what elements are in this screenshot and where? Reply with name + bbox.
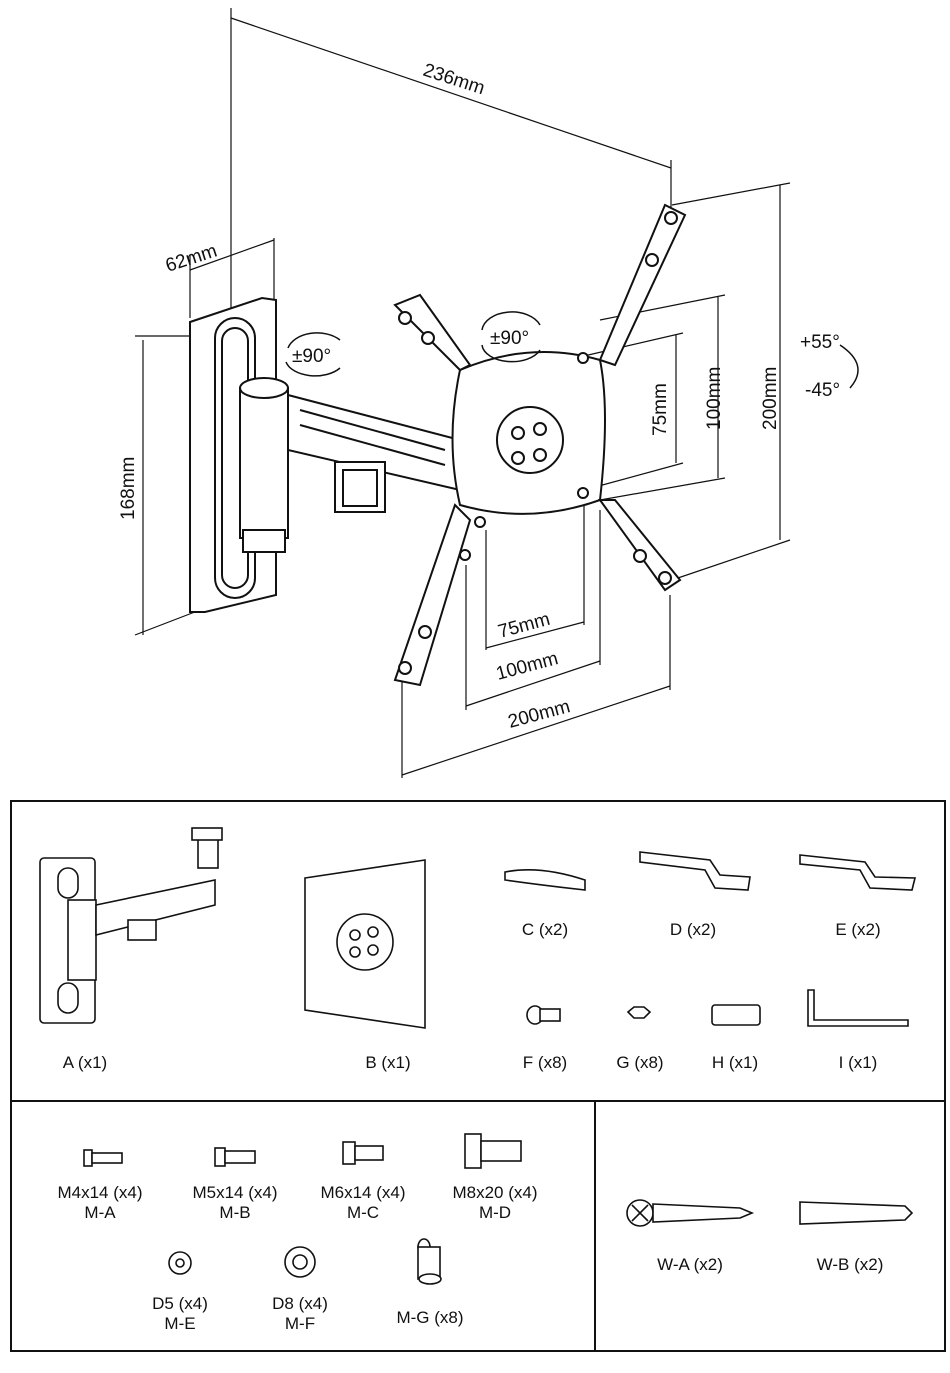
part-i-label: I (x1)	[818, 1053, 898, 1073]
washer-me-code: M-E	[135, 1314, 225, 1334]
dim-depth: 62mm	[163, 240, 220, 276]
dim-vesa-v200: 200mm	[760, 367, 781, 430]
wall-plug-wb-label: W-B (x2)	[800, 1255, 900, 1275]
dim-vesa-v100: 100mm	[704, 367, 725, 430]
part-f-label: F (x8)	[505, 1053, 585, 1073]
wood-screw-wa-label: W-A (x2)	[640, 1255, 740, 1275]
dim-vesa-h200: 200mm	[506, 696, 573, 733]
screw-mb-label: M5x14 (x4) M-B	[180, 1183, 290, 1223]
part-b-label: B (x1)	[348, 1053, 428, 1073]
screw-md-size: M8x20 (x4)	[440, 1183, 550, 1203]
washer-me-size: D5 (x4)	[135, 1294, 225, 1314]
screw-mc-label: M6x14 (x4) M-C	[308, 1183, 418, 1223]
spacer-mg-label: M-G (x8)	[380, 1308, 480, 1328]
screw-mb-code: M-B	[180, 1203, 290, 1223]
part-c-label: C (x2)	[505, 920, 585, 940]
mount-dimension-drawing: 236mm 62mm 168mm ±90° ±90° 75mm 100mm 20…	[0, 0, 950, 790]
screw-mb-size: M5x14 (x4)	[180, 1183, 290, 1203]
parts-box	[10, 800, 946, 1102]
washer-mf-label: D8 (x4) M-F	[255, 1294, 345, 1334]
swing-arm	[240, 378, 460, 552]
dim-rotate-arm: ±90°	[292, 346, 331, 367]
dim-height: 168mm	[118, 457, 139, 520]
washer-mf-code: M-F	[255, 1314, 345, 1334]
screw-ma-size: M4x14 (x4)	[45, 1183, 155, 1203]
screw-md-label: M8x20 (x4) M-D	[440, 1183, 550, 1223]
part-h-label: H (x1)	[695, 1053, 775, 1073]
screw-mc-size: M6x14 (x4)	[308, 1183, 418, 1203]
part-e-label: E (x2)	[818, 920, 898, 940]
part-d-label: D (x2)	[653, 920, 733, 940]
screw-ma-code: M-A	[45, 1203, 155, 1223]
washer-mf-size: D8 (x4)	[255, 1294, 345, 1314]
wall-anchors-box	[594, 1100, 946, 1352]
dim-vesa-v75: 75mm	[650, 383, 671, 436]
dim-rotate-plate: ±90°	[490, 328, 529, 349]
screw-mc-code: M-C	[308, 1203, 418, 1223]
part-a-label: A (x1)	[45, 1053, 125, 1073]
dim-tilt-down: -45°	[805, 380, 840, 401]
part-g-label: G (x8)	[600, 1053, 680, 1073]
screw-ma-label: M4x14 (x4) M-A	[45, 1183, 155, 1223]
screw-md-code: M-D	[440, 1203, 550, 1223]
dim-tilt-up: +55°	[800, 332, 840, 353]
dim-vesa-h100: 100mm	[494, 648, 561, 685]
washer-me-label: D5 (x4) M-E	[135, 1294, 225, 1334]
